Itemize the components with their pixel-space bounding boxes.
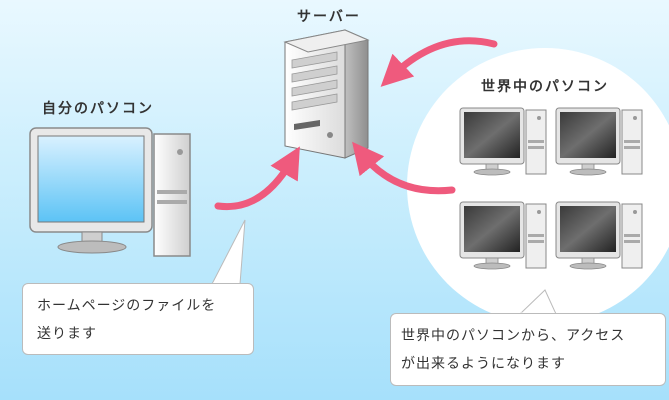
access-callout-line2: が出来るようになります bbox=[401, 356, 566, 372]
access-callout: 世界中のパソコンから、アクセス が出来るようになります bbox=[390, 313, 666, 386]
upload-callout-line1: ホームページのファイルを bbox=[37, 298, 217, 314]
arrow-world-to-server-bottom bbox=[352, 141, 456, 195]
upload-callout-line2: 送ります bbox=[37, 326, 97, 342]
server-label: サーバー bbox=[297, 9, 361, 25]
upload-callout: ホームページのファイルを 送ります bbox=[22, 283, 254, 355]
access-callout-line1: 世界中のパソコンから、アクセス bbox=[401, 328, 626, 344]
arrow-own-to-server bbox=[214, 146, 300, 211]
own-pc-label: 自分のパソコン bbox=[42, 101, 154, 117]
world-pcs-label: 世界中のパソコン bbox=[481, 79, 609, 95]
arrow-world-to-server-top bbox=[380, 37, 498, 87]
